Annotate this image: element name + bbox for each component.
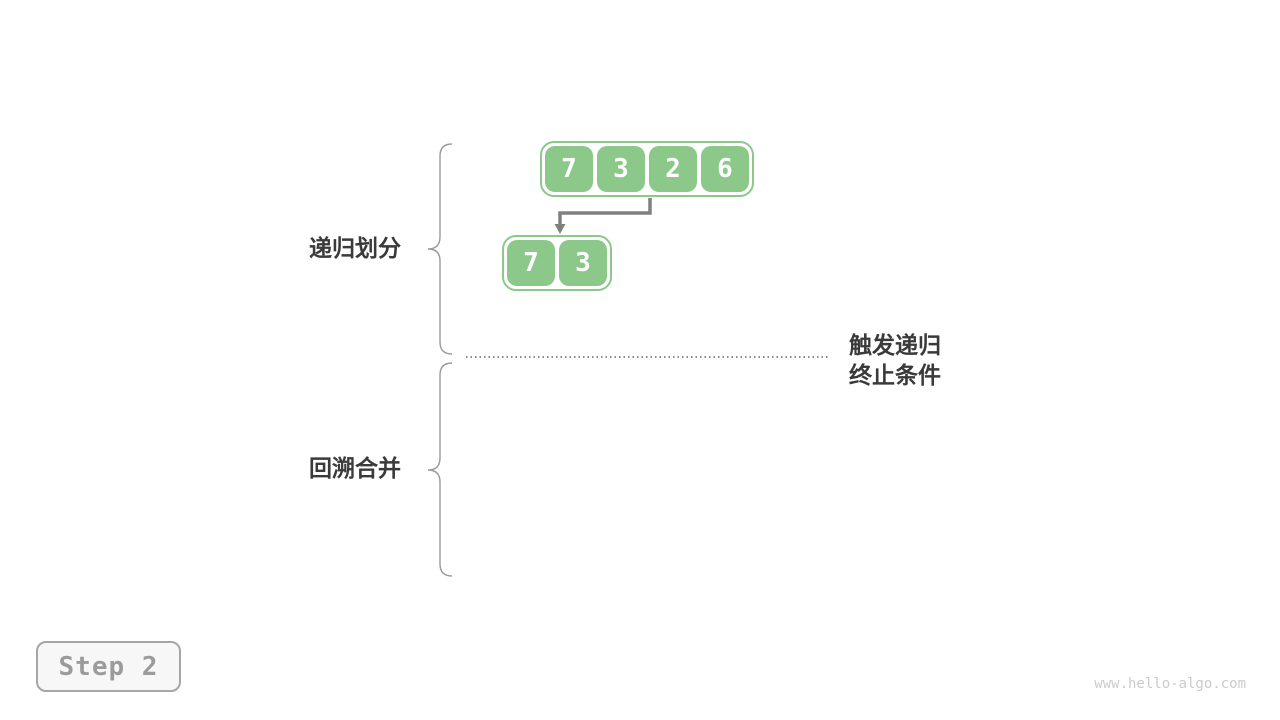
- array-cell: 3: [559, 240, 607, 286]
- array-cell: 7: [507, 240, 555, 286]
- divide-arrow: [558, 198, 652, 226]
- termination-note-line2: 终止条件: [849, 362, 941, 388]
- termination-note: 触发递归 终止条件: [843, 330, 947, 390]
- array-cell: 6: [701, 146, 749, 192]
- array-cell: 7: [545, 146, 593, 192]
- divide-phase-label: 递归划分: [309, 235, 401, 261]
- array-level1: 7 3 2 6: [540, 141, 754, 197]
- step-badge: Step 2: [36, 641, 181, 692]
- array-cell: 2: [649, 146, 697, 192]
- divide-brace: [427, 143, 453, 355]
- array-cell: 3: [597, 146, 645, 192]
- divide-arrowhead: [554, 224, 566, 234]
- array-level2: 7 3: [502, 235, 612, 291]
- termination-note-line1: 触发递归: [849, 332, 941, 358]
- watermark: www.hello-algo.com: [1094, 676, 1246, 692]
- merge-brace: [427, 362, 453, 577]
- merge-phase-label: 回溯合并: [309, 455, 401, 481]
